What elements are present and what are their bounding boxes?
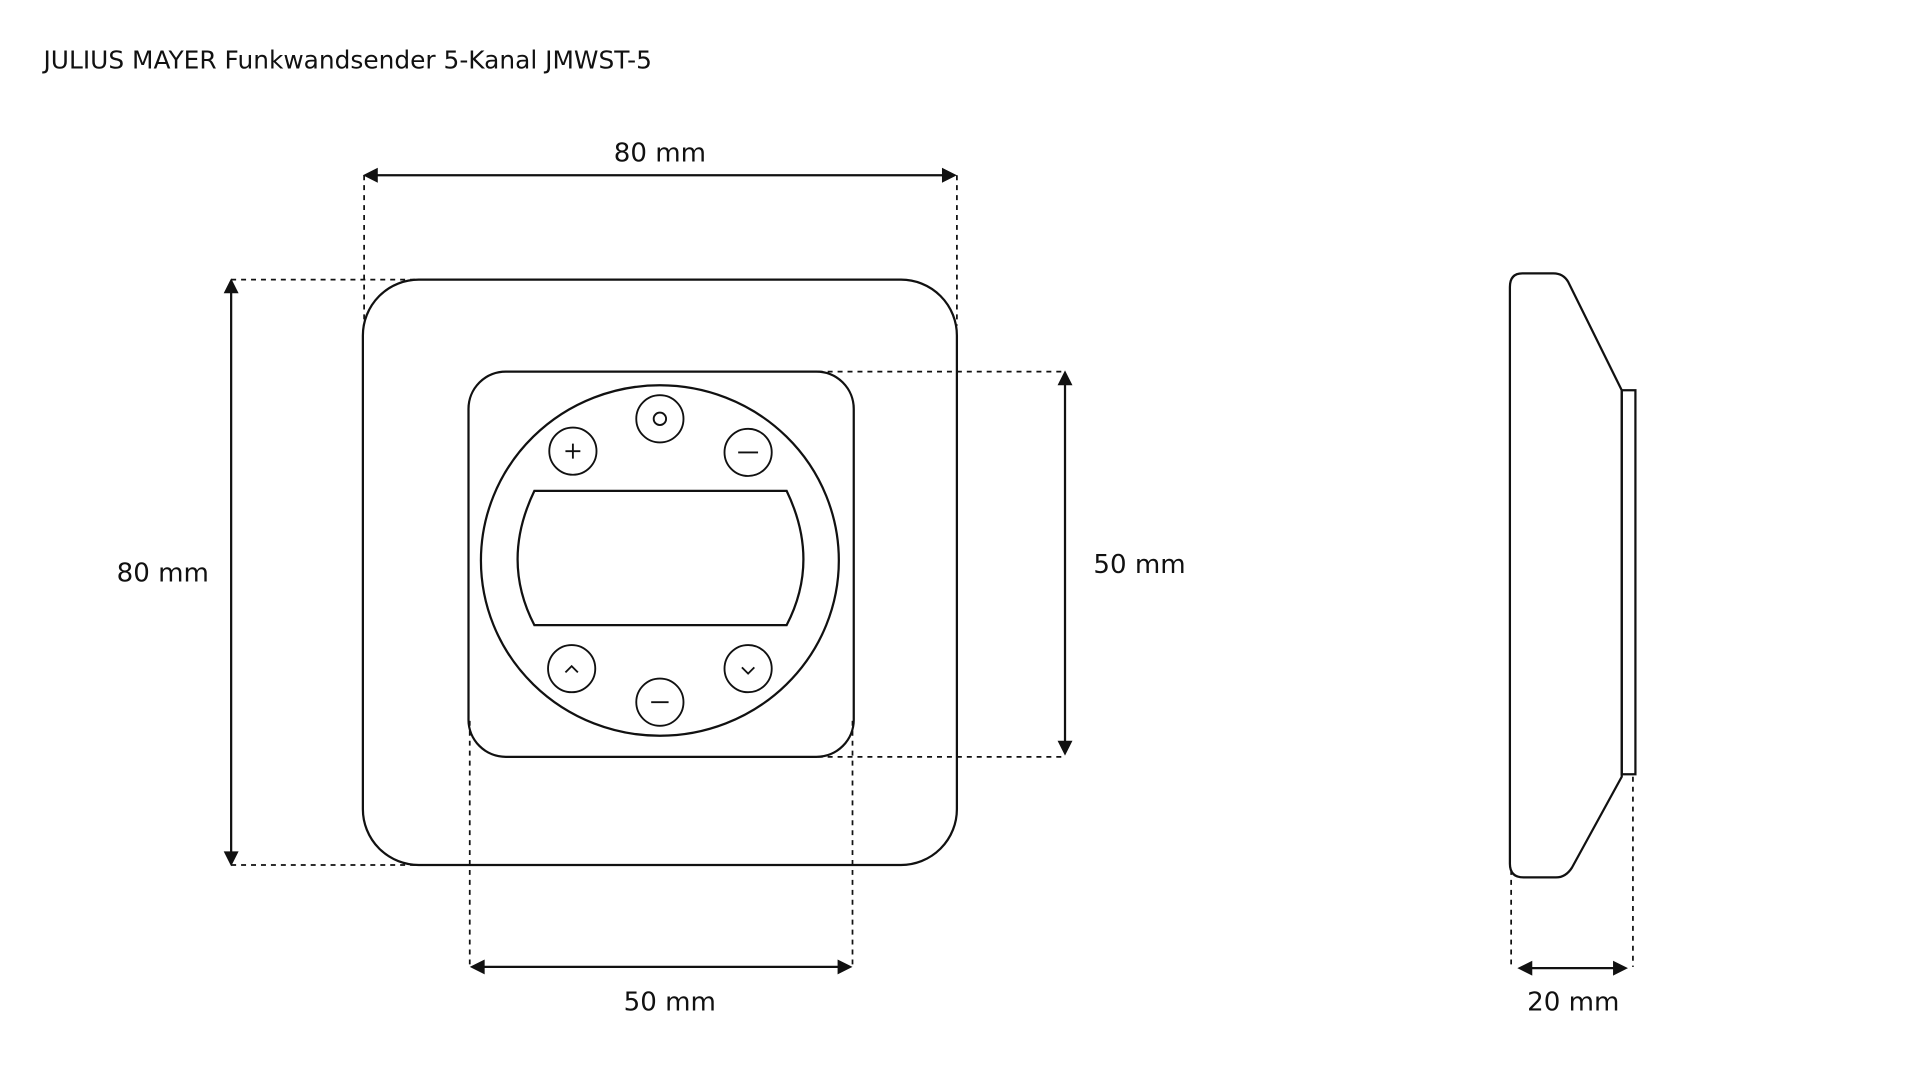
- display-window: [516, 489, 805, 627]
- label-inner-height: 50 mm: [1093, 550, 1185, 580]
- chevron-up-icon: [564, 664, 579, 674]
- front-view: [361, 278, 959, 867]
- dimension-inner-width: 50 mm: [468, 720, 854, 1017]
- side-body: [1508, 272, 1623, 879]
- inner-plate: [467, 370, 855, 758]
- dimension-outer-height: 80 mm: [117, 278, 429, 867]
- side-plate: [1620, 389, 1637, 776]
- circle-icon: [652, 411, 668, 426]
- outer-frame: [361, 278, 959, 867]
- label-outer-width: 80 mm: [614, 139, 706, 169]
- button-up: [547, 644, 597, 694]
- chevron-down-icon: [741, 666, 755, 675]
- button-down: [723, 644, 773, 694]
- button-minus-top: [723, 427, 773, 477]
- button-plus: [548, 426, 598, 476]
- drawing-title: JULIUS MAYER Funkwandsender 5-Kanal JMWS…: [41, 45, 651, 74]
- side-view: 20 mm: [1508, 272, 1637, 1017]
- label-inner-width: 50 mm: [624, 987, 716, 1017]
- button-minus-bottom: [635, 677, 685, 727]
- label-depth: 20 mm: [1527, 987, 1619, 1017]
- dimension-outer-width: 80 mm: [362, 139, 958, 326]
- plus-icon: [565, 443, 581, 459]
- control-ring: [479, 384, 840, 737]
- button-ok: [635, 394, 685, 444]
- label-outer-height: 80 mm: [117, 559, 209, 589]
- dimension-inner-height: 50 mm: [807, 370, 1186, 758]
